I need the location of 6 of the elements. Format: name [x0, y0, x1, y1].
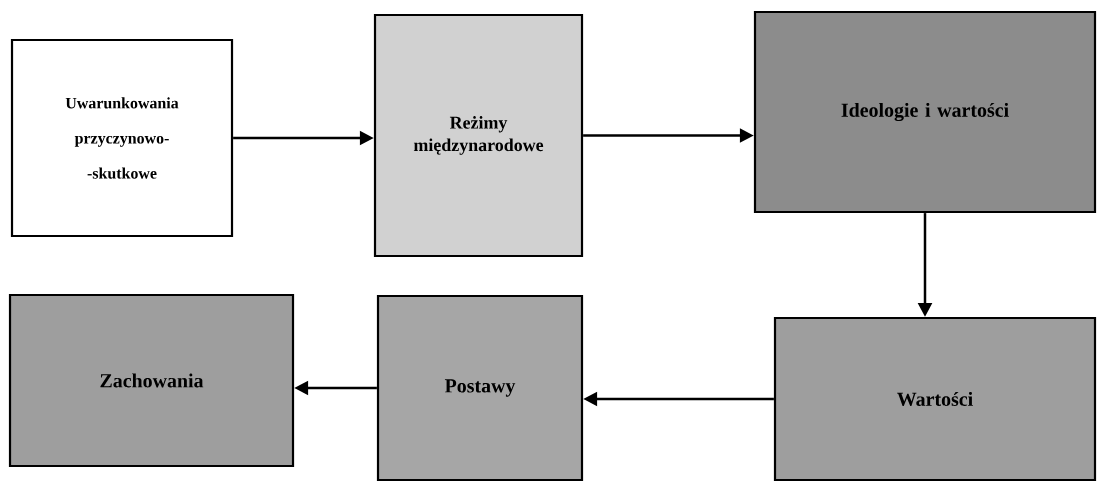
process-box: Postawy [376, 294, 584, 482]
process-box: Ideologie i wartości [753, 10, 1097, 214]
process-box: Zachowania [8, 293, 295, 468]
process-box: Uwarunkowania przyczynowo- -skutkowe [10, 38, 234, 238]
process-box: Wartości [773, 316, 1097, 482]
process-box: Reżimy międzynarodowe [373, 13, 584, 258]
